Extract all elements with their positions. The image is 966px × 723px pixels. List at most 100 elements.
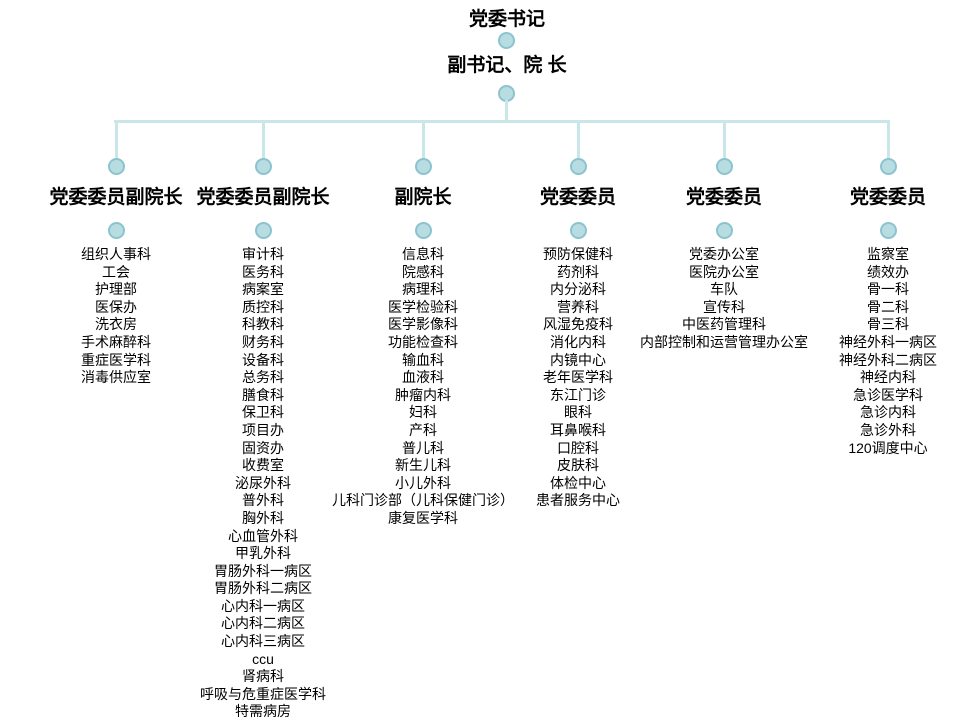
department-item: 监察室	[867, 246, 909, 262]
department-item: 保卫科	[242, 404, 284, 421]
department-item: 血液科	[402, 369, 444, 386]
department-list: 信息科院感科病理科医学检验科医学影像科功能检查科输血科血液科肿瘤内科妇科产科普儿…	[303, 246, 543, 528]
department-list: 监察室绩效办骨一科骨二科骨三科神经外科一病区神经外科二病区神经内科急诊医学科急诊…	[798, 246, 966, 457]
department-item: 患者服务中心	[536, 492, 620, 509]
department-item: 设备科	[242, 351, 284, 368]
department-item: 口腔科	[557, 439, 599, 456]
department-item: 膳食科	[242, 386, 284, 403]
department-item: 特需病房	[235, 703, 291, 720]
department-item: 医学检验科	[388, 298, 458, 315]
department-list: 组织人事科工会护理部医保办洗衣房手术麻醉科重症医学科消毒供应室	[31, 246, 201, 387]
department-item: 胃肠外科一病区	[214, 562, 312, 579]
main-horizontal-line	[114, 120, 890, 123]
department-item: 心血管外科	[228, 527, 298, 544]
branch-title: 党委委员副院长	[49, 187, 183, 208]
branch-title: 党委委员	[849, 187, 926, 208]
department-item: 中医药管理科	[682, 316, 766, 333]
department-item: 预防保健科	[543, 246, 613, 262]
department-item: 内镜中心	[550, 351, 606, 368]
department-item: 医保办	[95, 298, 137, 315]
connector-node-icon	[498, 32, 515, 49]
department-item: 心内科三病区	[221, 633, 305, 650]
department-item: 产科	[409, 421, 437, 438]
department-item: 骨三科	[867, 316, 909, 333]
department-item: 医院办公室	[689, 263, 759, 280]
department-item: 项目办	[242, 421, 284, 438]
branch-drop-line	[722, 121, 726, 158]
department-item: 妇科	[409, 404, 437, 421]
connector-node-icon	[879, 158, 897, 175]
department-item: 皮肤科	[557, 457, 599, 474]
branch-drop-line	[886, 121, 890, 158]
department-item: 新生儿科	[395, 457, 451, 474]
department-item: 急诊内科	[860, 404, 916, 421]
department-item: 体检中心	[550, 474, 606, 491]
department-item: 小儿外科	[395, 474, 451, 491]
department-list: 审计科医务科病案室质控科科教科财务科设备科总务科膳食科保卫科项目办固资办收费室泌…	[173, 246, 353, 721]
department-item: 宣传科	[703, 298, 745, 315]
department-item: 内部控制和运营管理办公室	[640, 333, 808, 350]
department-item: 耳鼻喉科	[550, 421, 606, 438]
department-item: 消毒供应室	[81, 369, 151, 386]
branch-title: 党委委员	[539, 187, 616, 208]
branch-column: 党委委员副院长 审计科医务科病案室质控科科教科财务科设备科总务科膳食科保卫科项目…	[173, 121, 353, 721]
connector-node-icon	[414, 222, 432, 239]
connector-node-icon	[254, 158, 272, 175]
connector-node-icon	[569, 158, 587, 175]
connector-node-icon	[715, 222, 733, 239]
department-item: 心内科二病区	[221, 615, 305, 632]
department-item: 重症医学科	[81, 351, 151, 368]
connector-node-icon	[414, 158, 432, 175]
department-item: 胸外科	[242, 509, 284, 526]
branch-title: 副院长	[394, 187, 452, 208]
department-item: 医务科	[242, 263, 284, 280]
department-list: 党委办公室医院办公室车队宣传科中医药管理科内部控制和运营管理办公室	[614, 246, 834, 352]
department-item: 眼科	[564, 404, 592, 421]
department-item: 工会	[102, 263, 130, 280]
branch-drop-line	[114, 121, 118, 158]
department-item: 消化内科	[550, 333, 606, 350]
connector-node-icon	[107, 158, 125, 175]
department-item: 风湿免疫科	[543, 316, 613, 333]
department-item: 总务科	[242, 369, 284, 386]
department-item: 车队	[710, 281, 738, 298]
department-item: 科教科	[242, 316, 284, 333]
department-item: 信息科	[402, 246, 444, 262]
department-item: 神经外科二病区	[839, 351, 937, 368]
department-item: 老年医学科	[543, 369, 613, 386]
department-item: 输血科	[402, 351, 444, 368]
connector-node-icon	[569, 222, 587, 239]
department-item: 神经外科一病区	[839, 333, 937, 350]
department-list: 预防保健科药剂科内分泌科营养科风湿免疫科消化内科内镜中心老年医学科东江门诊眼科耳…	[493, 246, 663, 510]
department-item: 组织人事科	[81, 246, 151, 262]
department-item: 护理部	[95, 281, 137, 298]
department-item: 审计科	[242, 246, 284, 262]
department-item: ccu	[252, 650, 274, 667]
branch-title: 党委委员	[685, 187, 762, 208]
department-item: 普外科	[242, 492, 284, 509]
department-item: 骨二科	[867, 298, 909, 315]
department-item: 康复医学科	[388, 509, 458, 526]
department-item: 洗衣房	[95, 316, 137, 333]
department-item: 骨一科	[867, 281, 909, 298]
secretary-title: 党委书记	[468, 9, 546, 30]
department-item: 病案室	[242, 281, 284, 298]
department-item: 质控科	[242, 298, 284, 315]
deputy-director-title: 副书记、院 长	[447, 55, 567, 76]
department-item: 收费室	[242, 457, 284, 474]
department-item: 医学影像科	[388, 316, 458, 333]
branch-column: 党委委员副院长 组织人事科工会护理部医保办洗衣房手术麻醉科重症医学科消毒供应室	[31, 121, 201, 387]
department-item: 绩效办	[867, 263, 909, 280]
department-item: 儿科门诊部（儿科保健门诊）	[332, 492, 514, 509]
department-item: 普儿科	[402, 439, 444, 456]
branch-drop-line	[421, 121, 425, 158]
department-item: 肾病科	[242, 668, 284, 685]
branch-column: 党委委员 预防保健科药剂科内分泌科营养科风湿免疫科消化内科内镜中心老年医学科东江…	[493, 121, 663, 510]
department-item: 院感科	[402, 263, 444, 280]
department-item: 甲乳外科	[235, 545, 291, 562]
branch-column: 党委委员 监察室绩效办骨一科骨二科骨三科神经外科一病区神经外科二病区神经内科急诊…	[798, 121, 966, 457]
department-item: 肿瘤内科	[395, 386, 451, 403]
department-item: 泌尿外科	[235, 474, 291, 491]
department-item: 东江门诊	[550, 386, 606, 403]
